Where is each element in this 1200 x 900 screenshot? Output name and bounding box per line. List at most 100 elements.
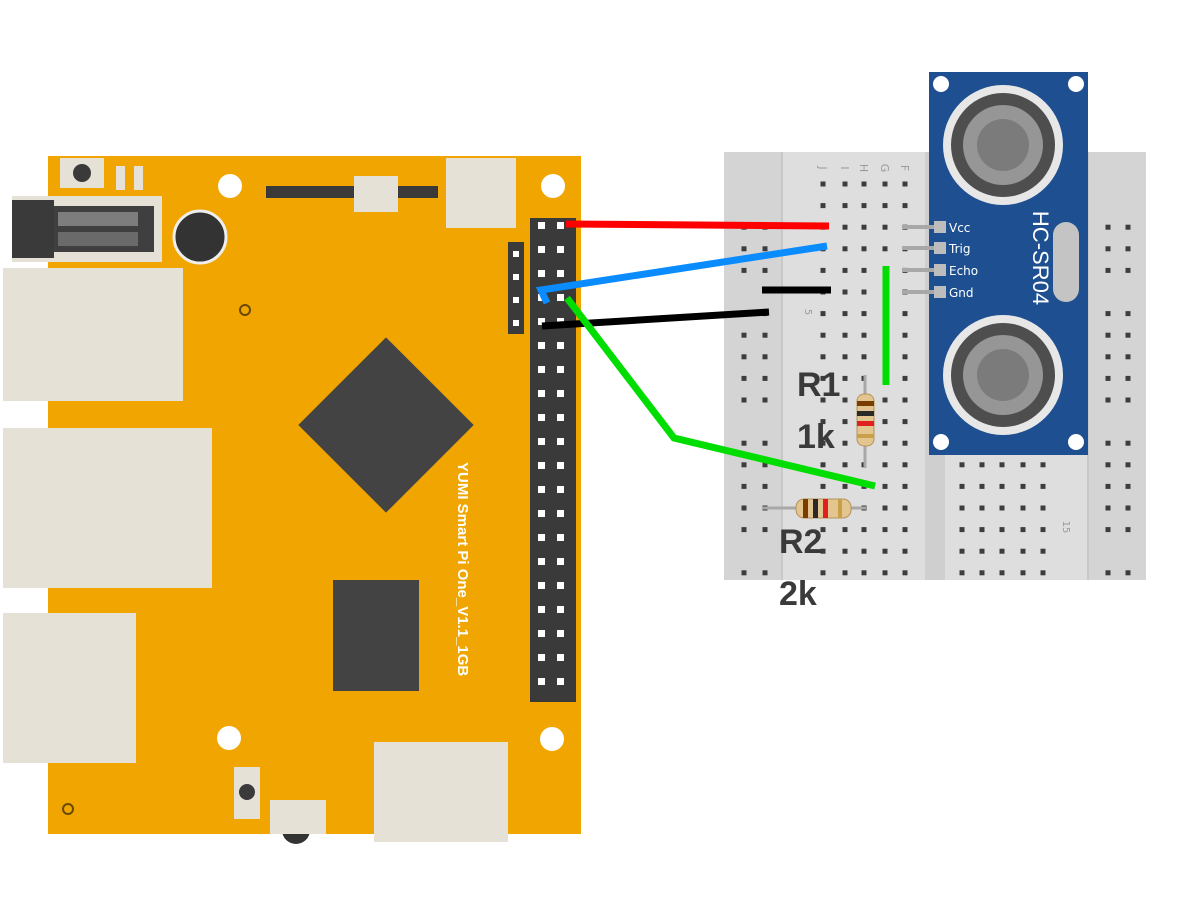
breadboard-hole <box>959 483 965 489</box>
breadboard-hole <box>1020 570 1026 576</box>
breadboard-hole <box>959 570 965 576</box>
breadboard-hole <box>1020 462 1026 468</box>
breadboard-hole <box>902 462 908 468</box>
breadboard-hole <box>741 267 747 273</box>
breadboard-hole <box>1020 505 1026 511</box>
breadboard-hole <box>861 181 867 187</box>
column-letter: I <box>838 166 851 169</box>
resistor-r1-name: R1 <box>797 366 841 404</box>
usb-otg-port <box>446 158 516 228</box>
column-letter: F <box>898 165 911 171</box>
breadboard-hole <box>842 332 848 338</box>
resistor-r2 <box>762 498 866 519</box>
breadboard-hole <box>979 483 985 489</box>
breadboard-hole <box>741 527 747 533</box>
wire-echo <box>564 295 876 490</box>
breadboard-hole <box>842 462 848 468</box>
debug-pin <box>513 251 519 257</box>
breadboard-hole <box>979 570 985 576</box>
breadboard-hole <box>820 419 826 425</box>
debug-header <box>508 242 524 334</box>
breadboard-hole <box>741 397 747 403</box>
breadboard-hole <box>999 462 1005 468</box>
breadboard-hole <box>902 354 908 360</box>
gpio-pin <box>557 510 564 517</box>
mounting-hole <box>541 174 565 198</box>
breadboard-hole <box>999 483 1005 489</box>
breadboard-hole <box>979 462 985 468</box>
mounting-hole <box>540 727 564 751</box>
breadboard-hole <box>1105 224 1111 230</box>
pin-label-trig: Trig <box>948 242 970 256</box>
breadboard-hole <box>842 527 848 533</box>
breadboard-hole <box>842 419 848 425</box>
gpio-pin <box>557 270 564 277</box>
gpio-pin <box>538 246 545 253</box>
gpio-pin <box>538 534 545 541</box>
breadboard-hole <box>1105 570 1111 576</box>
breadboard-hole <box>820 397 826 403</box>
breadboard-hole <box>959 462 965 468</box>
breadboard-hole <box>1040 505 1046 511</box>
ultrasonic-sensor: HC-SR04 Vcc Trig Echo Gnd <box>902 72 1088 455</box>
breadboard-hole <box>842 354 848 360</box>
breadboard-hole <box>1105 483 1111 489</box>
breadboard-hole <box>1020 483 1026 489</box>
breadboard-hole <box>1125 483 1131 489</box>
gpio-pin <box>557 438 564 445</box>
gpio-pin <box>538 654 545 661</box>
breadboard-hole <box>842 267 848 273</box>
breadboard-hole <box>999 527 1005 533</box>
pin-label-vcc: Vcc <box>949 221 970 235</box>
gpio-pin <box>557 414 564 421</box>
breadboard-hole <box>762 462 768 468</box>
gpio-pin <box>538 558 545 565</box>
column-letter: H <box>857 164 870 172</box>
gpio-pin <box>538 390 545 397</box>
breadboard-hole <box>882 246 888 252</box>
resistor-r1-value: 1k <box>797 418 835 456</box>
breadboard-hole <box>1125 246 1131 252</box>
gpio-pin <box>557 534 564 541</box>
breadboard-hole <box>1105 440 1111 446</box>
sensor-pins: Vcc Trig Echo Gnd <box>902 221 978 300</box>
ram-chip <box>333 580 419 691</box>
gpio-pin <box>557 486 564 493</box>
breadboard-hole <box>902 397 908 403</box>
breadboard-hole <box>762 246 768 252</box>
buzzer <box>172 209 228 265</box>
breadboard-hole <box>1125 462 1131 468</box>
breadboard-hole <box>959 505 965 511</box>
breadboard-hole <box>1125 570 1131 576</box>
gpio-pin <box>557 342 564 349</box>
resistor-r1 <box>856 375 875 468</box>
breadboard-rail-left <box>724 152 782 580</box>
soc-chip <box>298 337 474 513</box>
breadboard-hole <box>762 354 768 360</box>
breadboard-hole <box>979 548 985 554</box>
breadboard-hole <box>882 462 888 468</box>
breadboard-hole <box>959 527 965 533</box>
pin-label-gnd: Gnd <box>949 286 974 300</box>
gpio-pin <box>557 390 564 397</box>
breadboard-hole <box>902 419 908 425</box>
breadboard-hole <box>762 375 768 381</box>
breadboard-hole <box>902 527 908 533</box>
hdmi-port <box>374 742 508 842</box>
breadboard-hole <box>820 311 826 317</box>
breadboard-hole <box>762 397 768 403</box>
breadboard-hole <box>1040 483 1046 489</box>
breadboard-hole <box>762 440 768 446</box>
breadboard-hole <box>820 440 826 446</box>
breadboard-hole <box>1105 332 1111 338</box>
breadboard-hole <box>1105 354 1111 360</box>
gpio-pin <box>557 246 564 253</box>
gpio-pin <box>557 366 564 373</box>
row-number-label: 5 <box>802 309 813 315</box>
breadboard-hole <box>1125 267 1131 273</box>
breadboard-hole <box>861 332 867 338</box>
breadboard-hole <box>1125 311 1131 317</box>
breadboard-hole <box>842 483 848 489</box>
breadboard-hole <box>1125 354 1131 360</box>
usb-port <box>3 268 183 401</box>
